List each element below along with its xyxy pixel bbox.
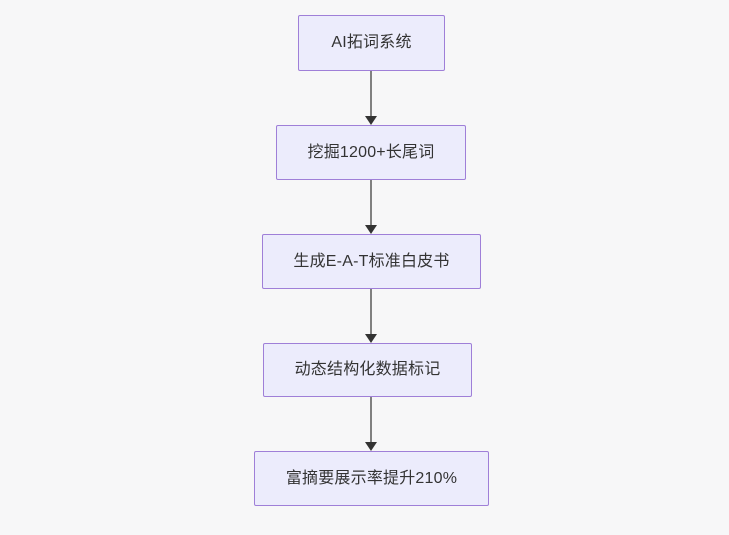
- flow-node-label: 动态结构化数据标记: [294, 361, 441, 379]
- flow-edge-n2-n3: [370, 180, 372, 225]
- flow-node-label: AI拓词系统: [331, 34, 412, 52]
- flow-arrowhead-n3-n4: [365, 334, 377, 343]
- flow-node-label: 挖掘1200+长尾词: [307, 143, 435, 161]
- flow-node-label: 生成E-A-T标准白皮书: [293, 252, 450, 270]
- flow-edge-n3-n4: [370, 289, 372, 334]
- flow-edge-n1-n2: [370, 71, 372, 116]
- flow-node-rich-snippet-impression-uplift[interactable]: 富摘要展示率提升210%: [254, 451, 489, 506]
- flow-arrowhead-n1-n2: [365, 116, 377, 125]
- flow-node-label: 富摘要展示率提升210%: [285, 469, 458, 487]
- flow-node-dynamic-structured-data-markup[interactable]: 动态结构化数据标记: [263, 343, 472, 397]
- flow-node-mine-longtail-keywords[interactable]: 挖掘1200+长尾词: [276, 125, 466, 180]
- flow-node-generate-eat-whitepaper[interactable]: 生成E-A-T标准白皮书: [262, 234, 481, 289]
- flow-edge-n4-n5: [370, 397, 372, 442]
- flow-node-ai-keyword-system[interactable]: AI拓词系统: [298, 15, 445, 71]
- flow-arrowhead-n2-n3: [365, 225, 377, 234]
- flow-arrowhead-n4-n5: [365, 442, 377, 451]
